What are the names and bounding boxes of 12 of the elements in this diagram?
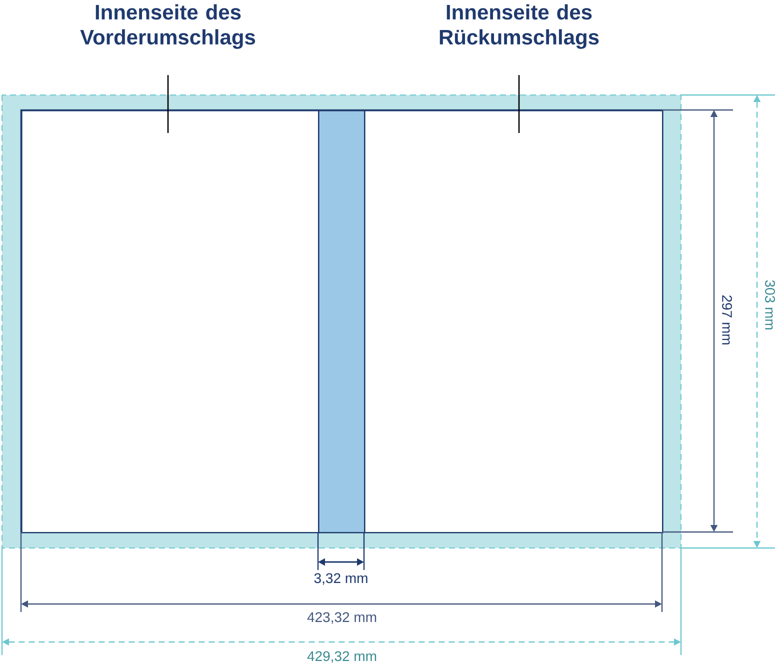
leader-line: [518, 75, 520, 133]
cover-page: [364, 110, 664, 534]
leader-line: [167, 75, 169, 133]
cover-page: [21, 110, 320, 534]
dimension-label: 423,32 mm: [306, 611, 378, 625]
dimension-label: 297 mm: [721, 294, 733, 346]
heading: Innenseite des Rückumschlags: [440, 4, 599, 49]
dimension-label: 429,32 mm: [306, 650, 378, 664]
dimension-label: 3,32 mm: [312, 572, 370, 586]
dimension-label: 303 mm: [764, 278, 776, 332]
spine: [318, 110, 366, 534]
heading: Innenseite des Vorderumschlags: [80, 4, 256, 49]
